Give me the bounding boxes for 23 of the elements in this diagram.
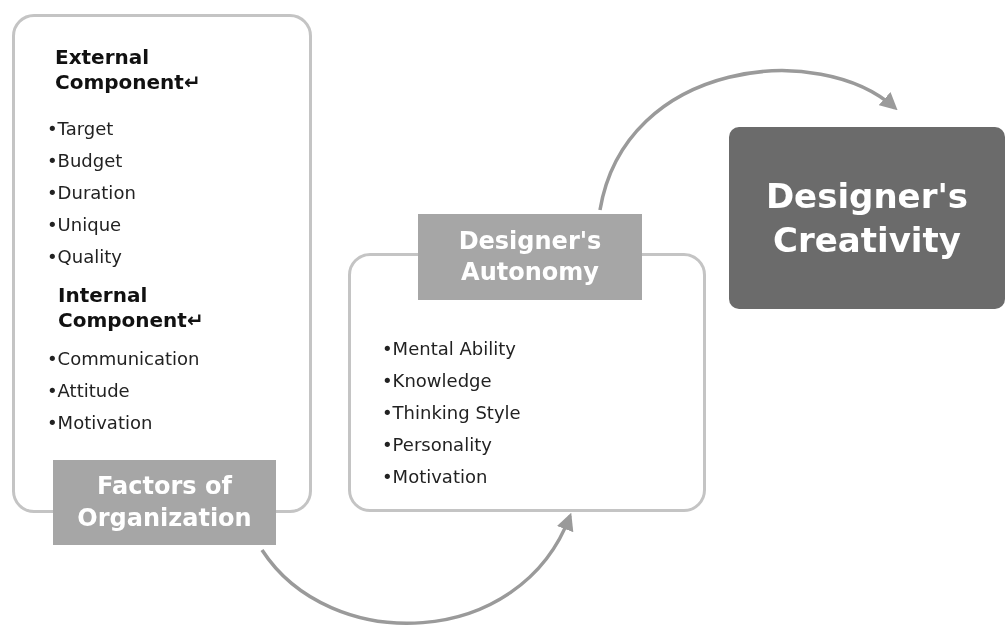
box-title: Designer's Creativity [764,174,970,262]
section-heading: External Component↵ [55,45,202,95]
box-title: Factors of Organization [76,471,253,534]
list-item: •Motivation [382,466,488,487]
result-box [729,127,1005,309]
list-item: •Knowledge [382,370,492,391]
list-item: •Target [47,118,114,139]
list-item: •Mental Ability [382,338,516,359]
list-item: •Motivation [47,412,153,433]
label-box [53,460,276,545]
list-item: •Thinking Style [382,402,521,423]
list-item: •Budget [47,150,123,171]
box-title: Designer's Autonomy [457,225,603,288]
label-box [418,214,642,300]
list-item: •Quality [47,246,122,267]
list-item: •Communication [47,348,200,369]
list-item: •Duration [47,182,136,203]
curved-arrow [598,69,898,211]
section-heading: Internal Component↵ [58,283,205,333]
curved-arrow [260,512,572,625]
list-item: •Attitude [47,380,130,401]
list-item: •Unique [47,214,122,235]
list-item: •Personality [382,434,492,455]
